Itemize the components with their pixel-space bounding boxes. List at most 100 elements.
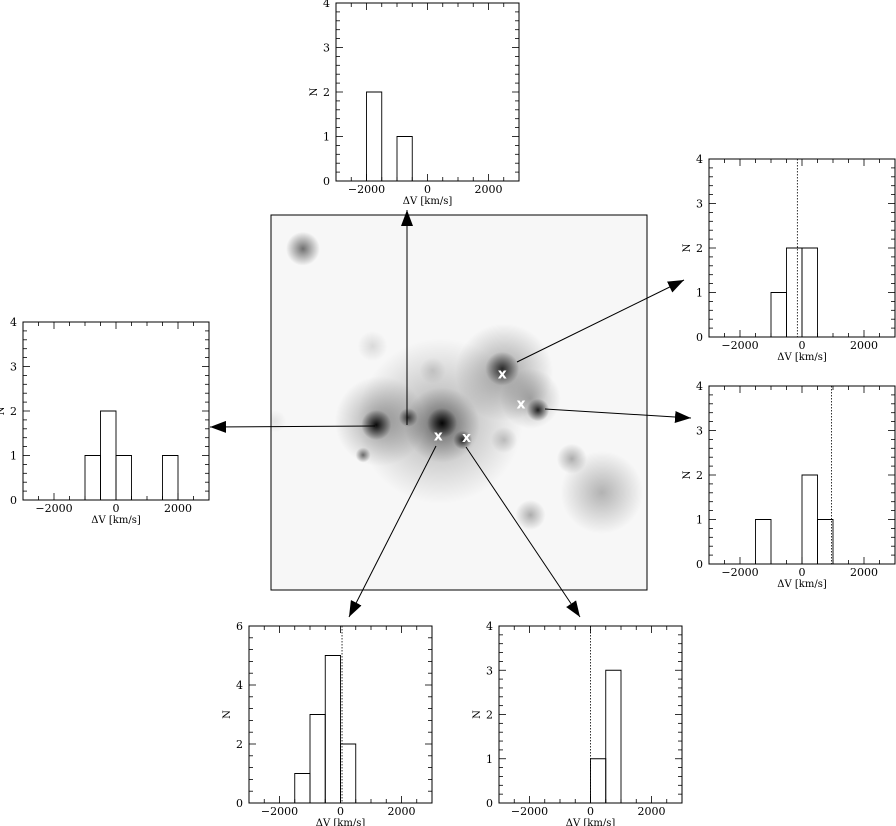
x-tick-label: 0 [337, 805, 344, 818]
galaxy-marker: x [462, 430, 471, 446]
x-tick-label: 2000 [388, 805, 416, 818]
galaxy-marker: x [434, 428, 443, 444]
density-blobs [271, 231, 644, 534]
x-axis-label: ΔV [km/s] [777, 579, 827, 590]
histogram-bin [340, 743, 357, 803]
histogram-bin [115, 455, 132, 500]
y-tick-label: 1 [10, 450, 17, 463]
density-blob [271, 409, 287, 433]
y-axis-label: N [0, 406, 7, 415]
density-blob [357, 331, 388, 362]
y-axis-label: N [309, 87, 320, 96]
density-blob [361, 409, 392, 441]
y-tick-label: 2 [323, 86, 330, 99]
histogram-bin [801, 247, 818, 337]
x-tick-label: 2000 [638, 805, 666, 818]
y-tick-label: 0 [236, 797, 243, 810]
x-axis-label: ΔV [km/s] [91, 515, 141, 526]
y-tick-label: 1 [696, 514, 703, 527]
y-tick-label: 3 [486, 664, 493, 677]
x-tick-label: 0 [587, 805, 594, 818]
y-tick-label: 2 [486, 709, 493, 722]
density-blob [560, 451, 644, 534]
y-tick-label: 3 [323, 42, 330, 55]
histogram-bin [324, 655, 341, 803]
y-tick-label: 2 [696, 242, 703, 255]
histogram-bin [396, 136, 413, 181]
arrow-to-bottom-left-panel [348, 445, 437, 618]
x-tick-label: −2000 [511, 805, 548, 818]
x-tick-label: −2000 [261, 805, 298, 818]
density-blob [453, 430, 473, 450]
histogram-bin [84, 455, 101, 500]
histogram-bin [100, 410, 117, 500]
y-tick-label: 2 [696, 469, 703, 482]
histogram-bin [786, 247, 803, 337]
arrow-to-right-upper-panel [516, 279, 685, 363]
connector-arrows [209, 210, 692, 618]
x-tick-label: 0 [799, 566, 806, 579]
y-tick-label: 3 [10, 361, 17, 374]
map-frame [270, 214, 648, 591]
y-tick-label: 1 [323, 131, 330, 144]
histogram-bin [294, 773, 311, 803]
x-tick-label: −2000 [348, 183, 385, 196]
y-tick-label: 3 [696, 425, 703, 438]
x-tick-label: −2000 [35, 502, 72, 515]
histogram-bin [605, 669, 622, 803]
y-tick-label: 4 [236, 679, 243, 692]
x-tick-label: 0 [799, 339, 806, 352]
histogram-bin [366, 91, 383, 181]
y-tick-label: 0 [10, 494, 17, 507]
y-tick-label: 4 [10, 316, 17, 329]
density-blob [526, 398, 550, 422]
y-tick-label: 0 [696, 558, 703, 571]
density-blob [515, 499, 546, 531]
arrow-to-right-lower-panel [544, 408, 692, 424]
y-tick-label: 2 [236, 738, 243, 751]
galaxy-marker: x [517, 396, 526, 412]
histogram-bin [817, 519, 834, 564]
y-axis-label: N [682, 243, 693, 252]
density-blob [355, 447, 371, 463]
y-tick-label: 0 [323, 175, 330, 188]
y-tick-label: 1 [696, 287, 703, 300]
y-tick-label: 0 [696, 331, 703, 344]
histogram-bin [755, 519, 772, 564]
galaxy-marker: x [498, 366, 507, 382]
y-tick-label: 0 [486, 797, 493, 810]
plot-frame [335, 2, 520, 182]
density-blob [286, 231, 320, 266]
arrow-to-left-panel [209, 420, 376, 433]
y-axis-label: N [682, 470, 693, 479]
arrow-to-bottom-right-panel [465, 446, 581, 618]
x-axis-label: ΔV [km/s] [777, 352, 827, 363]
y-tick-label: 4 [696, 380, 703, 393]
x-tick-label: 0 [424, 183, 431, 196]
y-axis-label: N [472, 710, 483, 719]
histogram-bin [162, 455, 179, 500]
histogram-bin [309, 714, 326, 803]
y-tick-label: 6 [236, 620, 243, 633]
x-tick-label: −2000 [721, 566, 758, 579]
y-tick-label: 1 [486, 753, 493, 766]
y-axis-label: N [222, 710, 233, 719]
density-blob [427, 408, 458, 439]
y-tick-label: 4 [696, 153, 703, 166]
y-tick-label: 3 [696, 198, 703, 211]
x-tick-label: 2000 [164, 502, 192, 515]
x-tick-label: 0 [113, 502, 120, 515]
x-axis-label: ΔV [km/s] [403, 196, 453, 207]
x-tick-label: −2000 [721, 339, 758, 352]
x-tick-label: 2000 [475, 183, 503, 196]
histogram-bin [770, 292, 787, 337]
x-tick-label: 2000 [850, 566, 878, 579]
